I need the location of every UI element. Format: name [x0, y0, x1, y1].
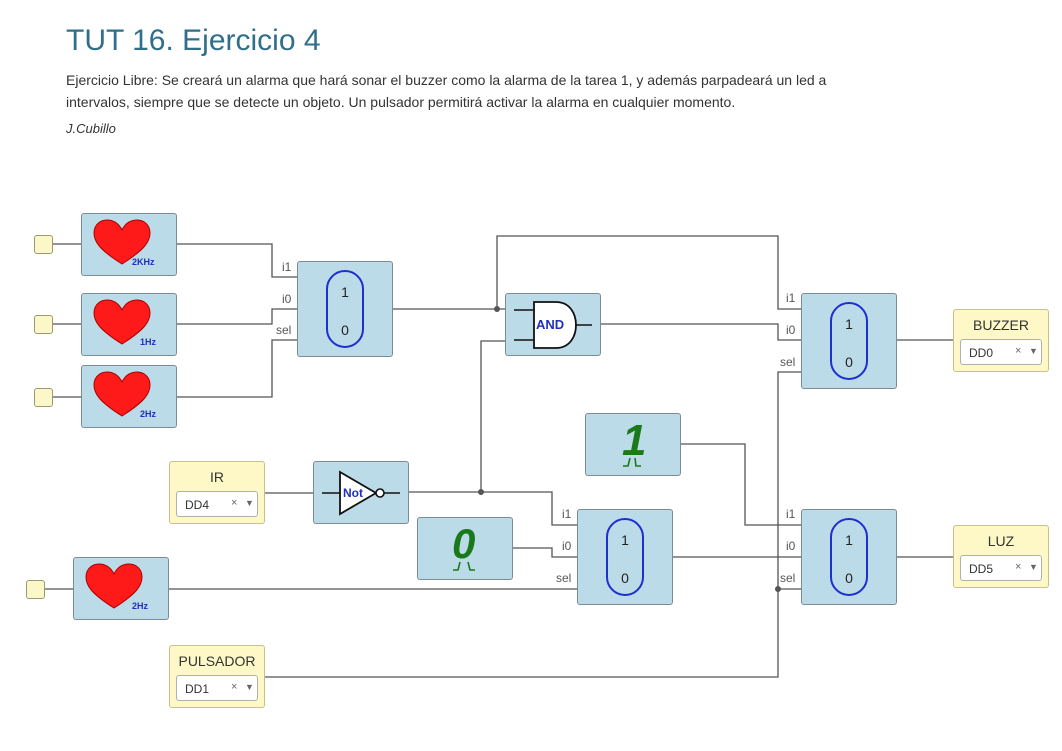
pin-sel: sel	[780, 355, 796, 369]
mux-symbol: 1 0	[326, 270, 364, 348]
heart-icon	[85, 563, 143, 609]
heart-icon	[93, 371, 151, 417]
chevron-down-icon[interactable]: ▼	[1029, 346, 1038, 356]
output-buzzer: BUZZER DD0 × ▼	[953, 309, 1049, 372]
page-title: TUT 16. Ejercicio 4	[66, 24, 321, 57]
buzzer-pin-select[interactable]: DD0 × ▼	[960, 339, 1042, 365]
toggle-2hz-a[interactable]	[34, 388, 53, 407]
mux-block-1[interactable]: 1 0	[297, 261, 393, 357]
constant-one-label: 1	[622, 416, 647, 465]
mux-symbol: 1 0	[830, 518, 868, 596]
mux-symbol: 1 0	[606, 518, 644, 596]
clock-block-2khz[interactable]: 2KHz	[81, 213, 177, 276]
mux-symbol: 1 0	[830, 302, 868, 380]
pin-i0: i0	[786, 539, 796, 553]
pin-sel: sel	[556, 571, 572, 585]
legs-icon	[453, 561, 475, 571]
toggle-1hz[interactable]	[34, 315, 53, 334]
legs-icon	[623, 457, 641, 467]
clock-block-2hz-a[interactable]: 2Hz	[81, 365, 177, 428]
output-luz: LUZ DD5 × ▼	[953, 525, 1049, 588]
page-description: Ejercicio Libre: Se creará un alarma que…	[66, 72, 827, 110]
mux-block-2[interactable]: 1 0	[801, 293, 897, 389]
clear-icon[interactable]: ×	[231, 497, 238, 509]
mux-block-3[interactable]: 1 0	[577, 509, 673, 605]
luz-pin-select[interactable]: DD5 × ▼	[960, 555, 1042, 581]
pin-i1: i1	[786, 507, 796, 521]
constant-one-block[interactable]: 1	[585, 413, 681, 476]
toggle-2khz[interactable]	[34, 235, 53, 254]
heart-icon	[93, 219, 151, 265]
clock-block-1hz[interactable]: 1Hz	[81, 293, 177, 356]
constant-zero-label: 0	[452, 520, 476, 567]
pin-i0: i0	[562, 539, 572, 553]
page-author: J.Cubillo	[66, 121, 116, 136]
chevron-down-icon[interactable]: ▼	[1029, 562, 1038, 572]
input-pulsador: PULSADOR DD1 × ▼	[169, 645, 265, 708]
input-label: PULSADOR	[178, 653, 256, 669]
clear-icon[interactable]: ×	[1015, 345, 1022, 357]
ir-pin-select[interactable]: DD4 × ▼	[176, 491, 258, 517]
not-gate-label: Not	[343, 486, 363, 500]
not-gate-icon	[322, 470, 400, 516]
pin-i1: i1	[562, 507, 572, 521]
pin-sel: sel	[780, 571, 796, 585]
output-label: LUZ	[987, 533, 1015, 549]
clock-block-2hz-b[interactable]: 2Hz	[73, 557, 169, 620]
pin-i1: i1	[282, 260, 292, 274]
clock-label: 1Hz	[140, 337, 157, 347]
and-gate-label: AND	[536, 317, 565, 332]
output-label: BUZZER	[973, 317, 1029, 333]
constant-zero-block[interactable]: 0	[417, 517, 513, 580]
heart-icon	[93, 299, 151, 345]
pin-i0: i0	[786, 323, 796, 337]
chevron-down-icon[interactable]: ▼	[245, 682, 254, 692]
input-label: IR	[210, 469, 224, 485]
input-ir: IR DD4 × ▼	[169, 461, 265, 524]
and-gate-icon	[514, 301, 592, 349]
chevron-down-icon[interactable]: ▼	[245, 498, 254, 508]
pin-sel: sel	[276, 323, 292, 337]
not-gate-block[interactable]: Not	[313, 461, 409, 524]
clock-label: 2KHz	[132, 257, 155, 267]
toggle-2hz-b[interactable]	[26, 580, 45, 599]
pin-i0: i0	[282, 292, 292, 306]
clock-label: 2Hz	[132, 601, 149, 611]
pin-i1: i1	[786, 291, 796, 305]
pulsador-pin-select[interactable]: DD1 × ▼	[176, 675, 258, 701]
clear-icon[interactable]: ×	[1015, 561, 1022, 573]
mux-block-4[interactable]: 1 0	[801, 509, 897, 605]
clear-icon[interactable]: ×	[231, 681, 238, 693]
and-gate-block[interactable]: AND	[505, 293, 601, 356]
clock-label: 2Hz	[140, 409, 157, 419]
